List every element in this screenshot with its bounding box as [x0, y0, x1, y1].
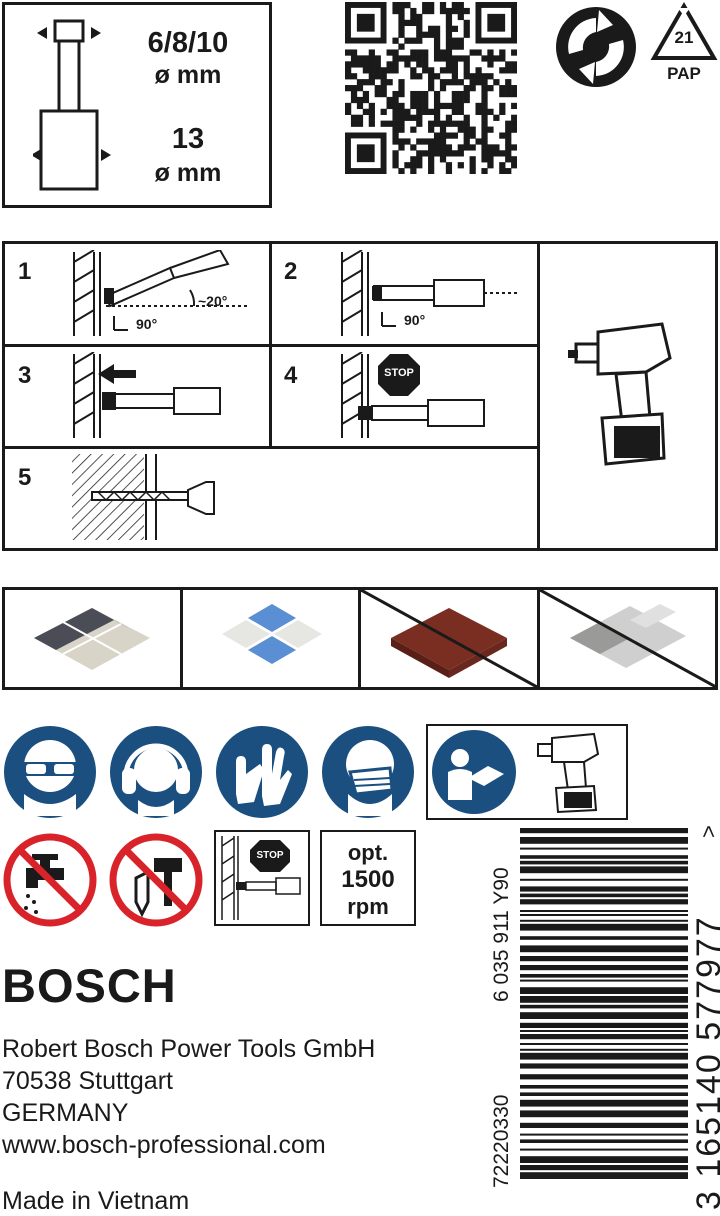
article-number: 6 035 911 Y90 [490, 867, 513, 1002]
shank-sizes-unit: ø mm [154, 61, 222, 89]
step-4-stop-illustration [341, 352, 485, 438]
company-city: 70538 Stuttgart [2, 1067, 173, 1095]
step-5-hammer-drill-illustration [72, 454, 215, 540]
step-2-right-angle: 90° [404, 312, 426, 328]
ear-protection-icon [110, 726, 202, 818]
ean-number: 3 165140 577977 [690, 915, 720, 1210]
concrete-material-crossed-icon [540, 590, 716, 687]
eye-protection-icon [4, 726, 96, 818]
speed-label-opt: opt. [347, 840, 389, 865]
drill-bit-shank-icon [33, 19, 111, 191]
company-country: GERMANY [2, 1099, 129, 1127]
dust-mask-protection-icon [322, 726, 414, 818]
step-3-number: 3 [18, 362, 32, 389]
stop-at-depth-box [214, 830, 310, 926]
brick-material-crossed-icon [361, 590, 537, 687]
stone-tiles-material-icon [34, 608, 150, 670]
brand-logo-text: BOSCH [2, 959, 177, 1012]
step-4-number: 4 [284, 362, 298, 389]
company-website: www.bosch-professional.com [2, 1131, 326, 1159]
read-manual-icon [432, 730, 516, 814]
recycling-label: PAP [667, 64, 701, 83]
company-name: Robert Bosch Power Tools GmbH [2, 1035, 376, 1063]
instruction-grid [2, 241, 718, 551]
recycling-triangle-icon [650, 2, 718, 60]
ean-marker: > [696, 825, 720, 838]
step-3-push-illustration [73, 352, 221, 438]
step-2-straight-drill-illustration [341, 250, 518, 336]
speed-value: 1500 [341, 866, 395, 893]
step-1-angled-start-illustration [73, 250, 250, 336]
shank-diameter-unit: ø mm [154, 159, 222, 187]
ceramic-tiles-material-icon [222, 604, 322, 664]
speed-box [320, 830, 416, 926]
speed-unit: rpm [347, 894, 389, 919]
made-in-label: Made in Vietnam [2, 1187, 190, 1215]
step-1-number: 1 [18, 258, 32, 285]
read-manual-box [426, 724, 628, 820]
no-water-cooling-icon [3, 833, 97, 927]
internal-code: 72220330 [490, 1094, 513, 1188]
gloves-protection-icon [216, 726, 308, 818]
step-2-number: 2 [284, 258, 298, 285]
step-1-right-angle: 90° [136, 316, 158, 332]
shank-diameter: 13 [171, 123, 205, 155]
qr-code [345, 2, 517, 174]
no-hammer-drill-icon [109, 833, 203, 927]
small-stop-sign-text: STOP [256, 850, 284, 861]
step-4-stop-sign-text: STOP [384, 367, 414, 379]
green-dot-recycling-icon [556, 7, 636, 87]
stop-at-depth-illustration [221, 836, 301, 920]
step-1-angle: ~20° [198, 293, 228, 309]
small-drill-icon [537, 732, 600, 814]
step-5-number: 5 [18, 464, 32, 491]
recycling-code: 21 [674, 28, 694, 47]
ean-barcode [520, 828, 688, 1179]
cordless-drill-icon [568, 322, 672, 466]
shank-sizes: 6/8/10 [147, 27, 229, 59]
shank-spec-box: 6/8/10 ø mm 13 ø mm [2, 2, 272, 208]
